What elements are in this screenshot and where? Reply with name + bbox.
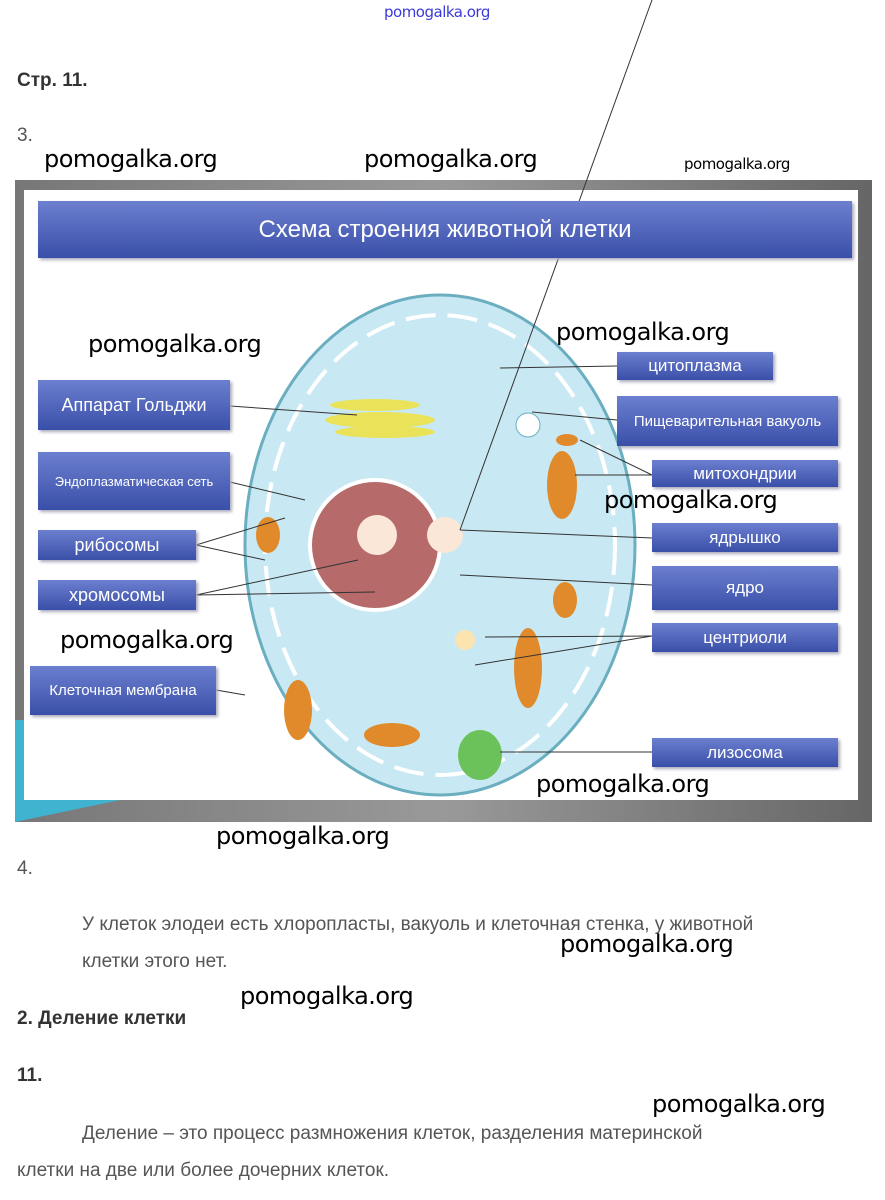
label-ribosomes: рибосомы [38,530,196,560]
label-cell-membrane: Клеточная мембрана [30,666,216,715]
cell-illustration [15,0,653,822]
label-nucleus: ядро [652,566,838,610]
watermark: pomogalka.org [88,330,262,358]
question-number-11: 11. [17,1065,43,1086]
watermark: pomogalka.org [652,1090,826,1118]
label-lysosome: лизосома [652,738,838,767]
label-er: Эндоплазматическая сеть [38,452,230,510]
label-centrioles: центриоли [652,623,838,652]
label-digestive-vacuole: Пищеварительная вакуоль [617,396,838,446]
watermark: pomogalka.org [216,822,390,850]
watermark: pomogalka.org [556,318,730,346]
answer-11-line2: клетки на две или более дочерних клеток. [17,1160,390,1181]
watermark: pomogalka.org [536,770,710,798]
diagram-title: Схема строения животной клетки [38,201,852,258]
watermark: pomogalka.org [560,930,734,958]
label-nucleolus: ядрышко [652,523,838,552]
answer-4-line1: У клеток элодеи есть хлоропласты, вакуол… [82,914,754,935]
question-number-3: 3. [17,125,33,146]
question-number-4: 4. [17,858,33,879]
section-heading: 2. Деление клетки [17,1008,187,1029]
label-cytoplasm: цитоплазма [617,352,773,380]
watermark: pomogalka.org [60,626,234,654]
watermark: pomogalka.org [684,155,790,173]
label-chromosomes: хромосомы [38,580,196,610]
watermark-top: pomogalka.org [384,3,490,21]
label-golgi: Аппарат Гольджи [38,380,230,430]
watermark: pomogalka.org [44,145,218,173]
golgi [325,399,435,438]
watermark: pomogalka.org [240,982,414,1010]
page-heading: Стр. 11. [17,70,88,91]
label-mitochondria: митохондрии [652,460,838,487]
watermark: pomogalka.org [364,145,538,173]
answer-11-line1: Деление – это процесс размножения клеток… [82,1123,703,1144]
answer-4-line2: клетки этого нет. [82,951,228,972]
watermark: pomogalka.org [604,486,778,514]
